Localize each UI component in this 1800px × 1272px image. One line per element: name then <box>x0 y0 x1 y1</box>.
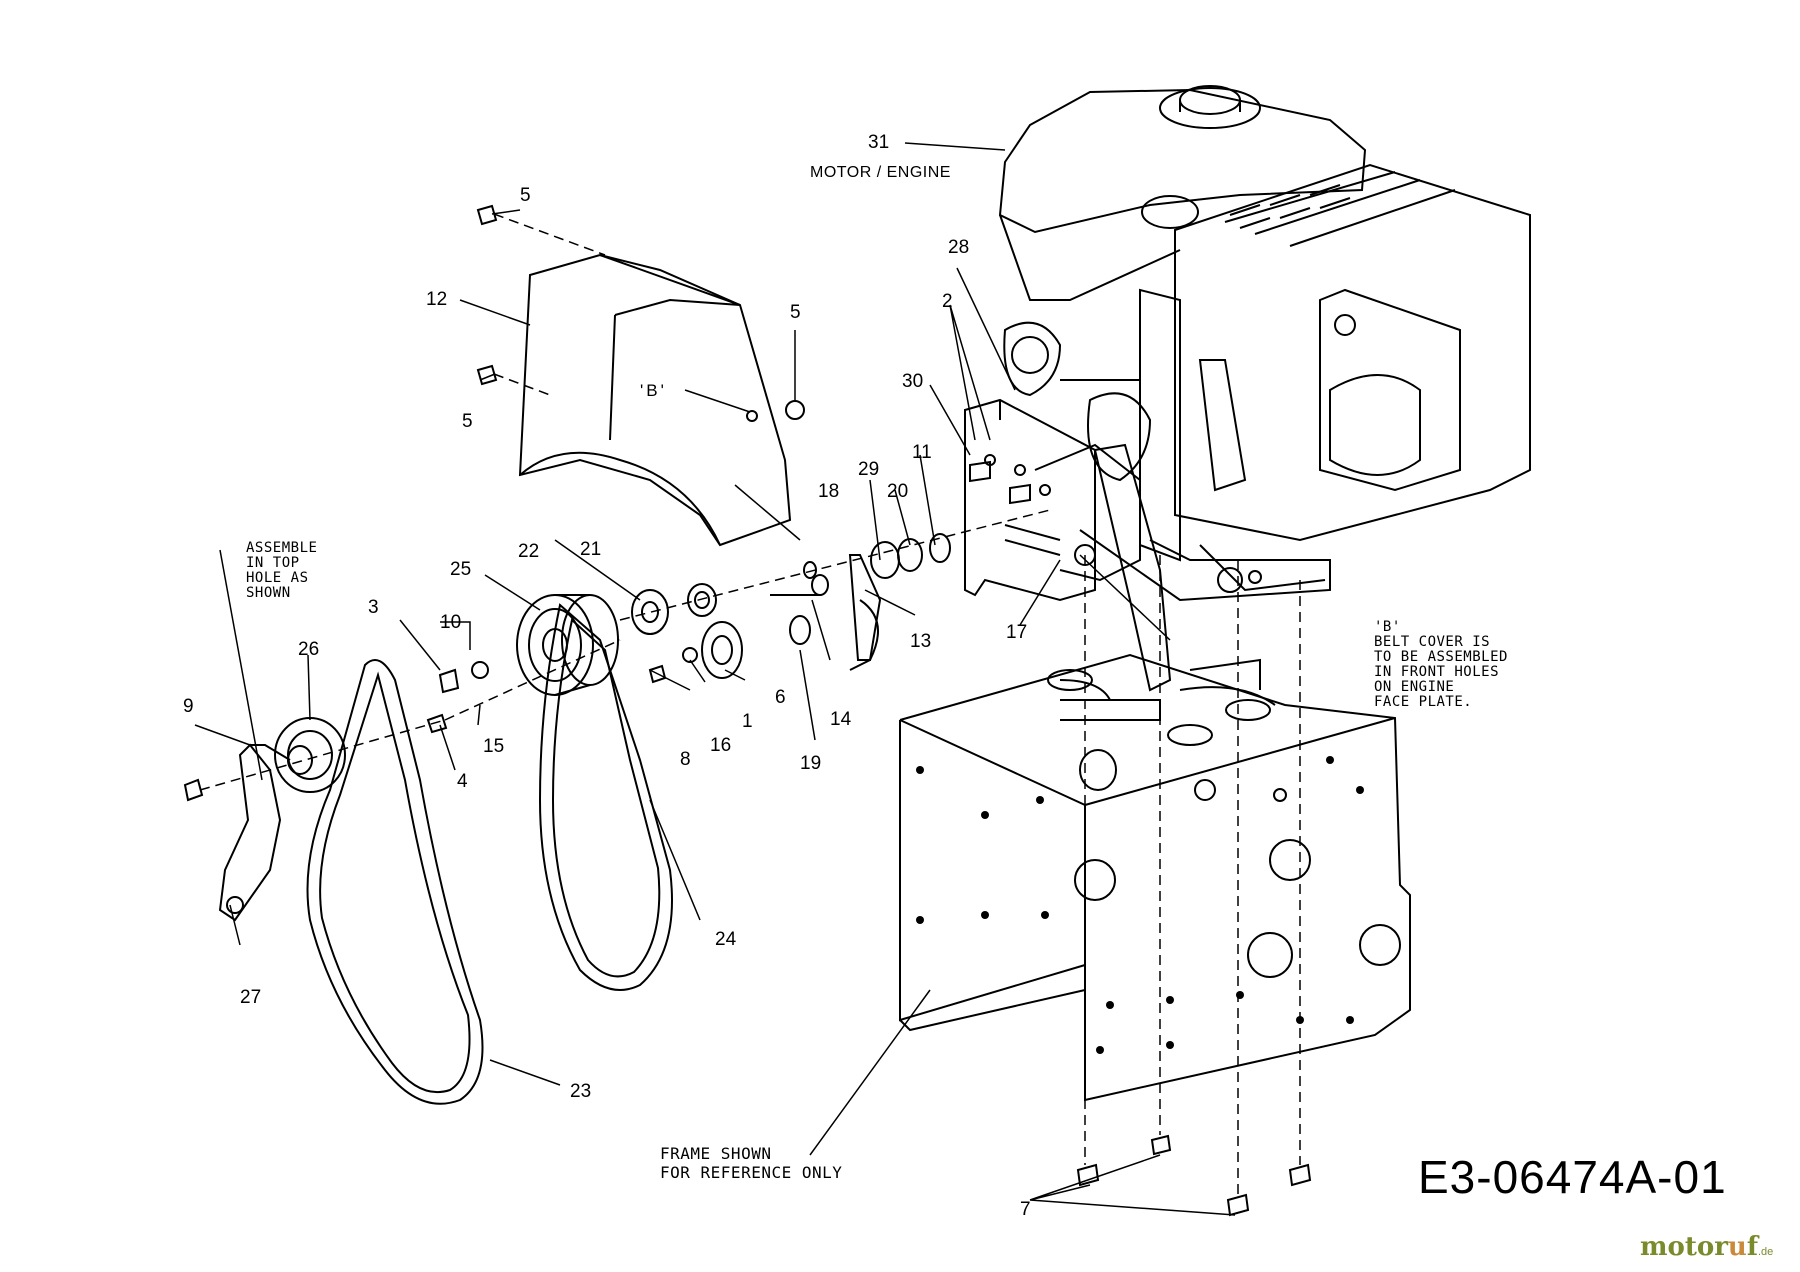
callout-7: 7 <box>1020 1199 1031 1220</box>
callout-15: 15 <box>483 736 505 757</box>
callout-5a: 5 <box>520 185 531 206</box>
callout-13: 13 <box>910 631 932 652</box>
callout-5b: 5 <box>790 302 801 323</box>
frame-note-line1: FRAME SHOWN <box>660 1144 772 1163</box>
callout-8: 8 <box>680 749 691 770</box>
callout-27: 27 <box>240 987 262 1008</box>
callout-14: 14 <box>830 709 852 730</box>
frame-drawing <box>899 653 1411 1102</box>
callout-20: 20 <box>887 481 909 502</box>
assemble-note: ASSEMBLE IN TOP HOLE AS SHOWN <box>246 540 318 601</box>
hardware-drawing <box>183 204 1312 1217</box>
callout-29: 29 <box>858 459 880 480</box>
callout-6: 6 <box>775 687 786 708</box>
drawing-code: E3-06474A-01 <box>1418 1151 1727 1203</box>
callout-18: 18 <box>818 481 840 502</box>
motoruf-watermark: motoruf.de <box>1640 1232 1774 1262</box>
callout-9: 9 <box>183 696 194 717</box>
callout-4: 4 <box>457 771 468 792</box>
belt-cover-drawing <box>518 253 792 547</box>
callout-26: 26 <box>298 639 320 660</box>
pulleys-drawing <box>218 533 951 922</box>
b-mark: 'B' <box>640 381 667 400</box>
callout-17: 17 <box>1006 622 1028 643</box>
engine-drawing <box>998 85 1531 602</box>
callout-24: 24 <box>715 929 737 950</box>
callout-30: 30 <box>902 371 924 392</box>
callout-5c: 5 <box>462 411 473 432</box>
belt-cover-note: 'B' BELT COVER IS TO BE ASSEMBLED IN FRO… <box>1374 619 1508 710</box>
callout-10: 10 <box>440 612 462 633</box>
callout-25: 25 <box>450 559 472 580</box>
callout-3: 3 <box>368 597 379 618</box>
callout-22: 22 <box>518 541 540 562</box>
callout-31: 31 <box>868 132 890 153</box>
callout-21: 21 <box>580 539 602 560</box>
frame-note-line2: FOR REFERENCE ONLY <box>660 1163 843 1182</box>
assembly-lines <box>199 213 1301 1195</box>
callout-19: 19 <box>800 753 822 774</box>
callout-28: 28 <box>948 237 970 258</box>
callout-1: 1 <box>742 711 753 732</box>
callout-12: 12 <box>426 289 448 310</box>
belts-drawing <box>306 603 673 1105</box>
callout-16: 16 <box>710 735 732 756</box>
callout-2: 2 <box>942 291 953 312</box>
engine-label: MOTOR / ENGINE <box>810 164 951 181</box>
callout-23: 23 <box>570 1081 592 1102</box>
leader-lines <box>194 142 1236 1216</box>
callout-11: 11 <box>912 442 932 463</box>
